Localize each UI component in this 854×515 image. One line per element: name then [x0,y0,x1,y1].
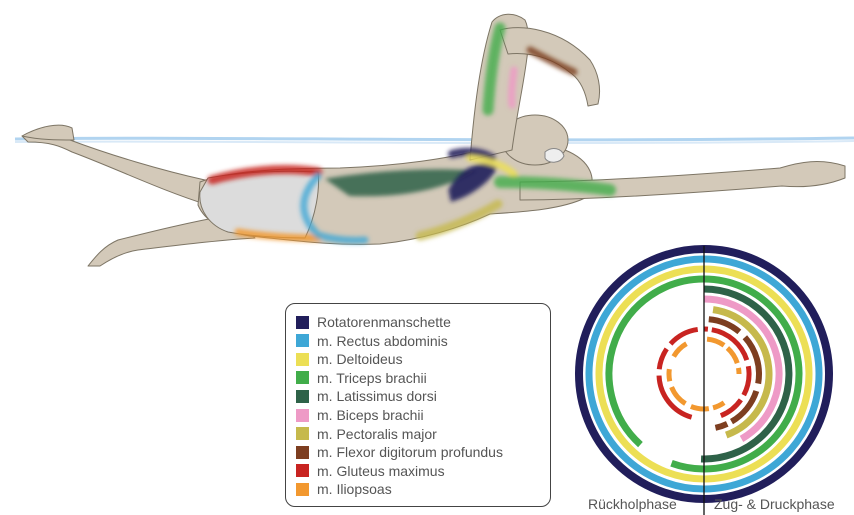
legend-swatch-latissimus-dorsi [296,390,309,403]
ring-arc-gluteus-maximus-5 [659,349,666,369]
legend-item-latissimus-dorsi: m. Latissimus dorsi [296,387,437,405]
legend-label-deltoideus: m. Deltoideus [317,351,403,367]
legend-swatch-flexor-digitorum-profundus [296,446,309,459]
legend-swatch-iliopsoas [296,483,309,496]
legend-label-latissimus-dorsi: m. Latissimus dorsi [317,388,437,404]
legend-item-rectus-abdominis: m. Rectus abdominis [296,332,448,350]
ring-arc-iliopsoas-4 [691,406,709,409]
ring-arc-iliopsoas-2 [738,368,739,374]
legend-swatch-pectoralis-major [296,427,309,440]
legend-label-rotatorenmanschette: Rotatorenmanschette [317,314,451,330]
ring-arc-iliopsoas-7 [674,344,687,357]
ring-arc-iliopsoas-6 [669,369,670,381]
phase-label-recovery: Rückholphase [588,496,677,512]
legend-label-iliopsoas: m. Iliopsoas [317,481,392,497]
leg-upper [22,135,208,205]
legend-swatch-triceps-brachii [296,371,309,384]
legend-item-deltoideus: m. Deltoideus [296,350,403,368]
legend-item-pectoralis-major: m. Pectoralis major [296,425,437,443]
legend-item-flexor-digitorum-profundus: m. Flexor digitorum profundus [296,443,503,461]
goggle [545,149,564,163]
legend-label-biceps-brachii: m. Biceps brachii [317,407,424,423]
legend-swatch-rectus-abdominis [296,334,309,347]
overlay-biceps [512,70,514,105]
ring-arc-gluteus-maximus-1 [712,330,747,360]
legend-label-rectus-abdominis: m. Rectus abdominis [317,333,448,349]
legend-label-flexor-digitorum-profundus: m. Flexor digitorum profundus [317,444,503,460]
legend-swatch-gluteus-maximus [296,464,309,477]
ring-arc-gluteus-maximus-2 [744,366,749,395]
foot-upper [22,125,74,140]
legend-item-iliopsoas: m. Iliopsoas [296,480,392,498]
legend-label-triceps-brachii: m. Triceps brachii [317,370,427,386]
legend-swatch-deltoideus [296,353,309,366]
legend-swatch-rotatorenmanschette [296,316,309,329]
ring-arc-gluteus-maximus-6 [671,329,698,343]
legend-label-pectoralis-major: m. Pectoralis major [317,426,437,442]
legend-label-gluteus-maximus: m. Gluteus maximus [317,463,445,479]
muscle-legend: Rotatorenmanschette m. Rectus abdominis m.… [285,303,551,507]
legend-item-biceps-brachii: m. Biceps brachii [296,406,424,424]
legend-item-triceps-brachii: m. Triceps brachii [296,369,427,387]
water-surface [15,138,854,143]
ring-arc-gluteus-maximus-3 [721,400,741,416]
ring-arc-iliopsoas-0 [707,339,724,345]
phase-label-pull-push: Zug- & Druckphase [714,496,835,512]
legend-swatch-biceps-brachii [296,409,309,422]
ring-arc-iliopsoas-5 [672,387,686,404]
legend-item-gluteus-maximus: m. Gluteus maximus [296,462,445,480]
legend-item-rotatorenmanschette: Rotatorenmanschette [296,313,451,331]
ring-arc-iliopsoas-3 [713,403,724,408]
ring-arc-iliopsoas-1 [727,348,737,363]
ring-arc-flexor-digitorum-profundus-3 [715,424,727,428]
